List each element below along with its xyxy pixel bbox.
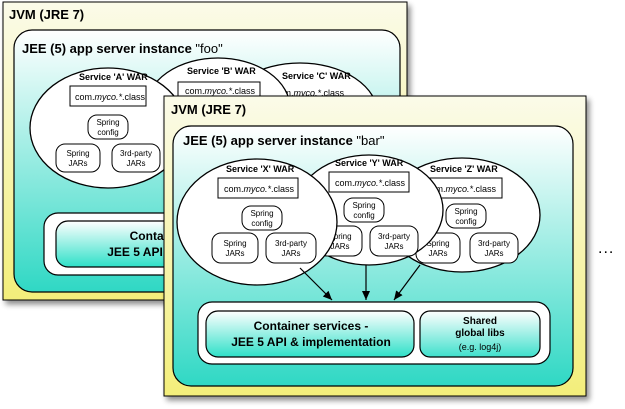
service-b-title: Service 'B' WAR — [187, 66, 256, 76]
service-y-3rdparty-jars-line1: 3rd-party — [378, 232, 410, 241]
service-x-title: Service 'X' WAR — [226, 164, 295, 174]
jvm-bar-title: JVM (JRE 7) — [171, 102, 246, 117]
container-bar-services — [205, 310, 415, 358]
service-x-war: Service 'X' WAR com.myco.*.class Spring … — [176, 158, 338, 286]
arrow-z-to-container — [393, 264, 421, 301]
service-x-class-label: com.myco.*.class — [224, 184, 295, 194]
service-z-3rdparty-jars-line2: JARs — [484, 249, 503, 258]
service-x-3rdparty-jars-line1: 3rd-party — [275, 239, 307, 248]
more-instances-indicator: ... — [598, 240, 615, 257]
service-a-spring-jars-line1: Spring — [66, 149, 89, 158]
service-x-3rdparty-jars — [265, 232, 317, 264]
service-y-spring-config — [343, 197, 385, 223]
service-x-spring-config-line1: Spring — [250, 209, 273, 218]
service-a-spring-config-line2: config — [97, 128, 118, 137]
service-a-war: Service 'A' WAR com.myco.*.class Spring … — [29, 67, 187, 189]
shared-global-libs-line2: global libs — [455, 328, 505, 339]
service-b-class-label: com.myco.*.class — [185, 86, 256, 96]
service-a-spring-jars-line2: JARs — [68, 159, 87, 168]
service-a-3rdparty-jars-line2: JARs — [126, 159, 145, 168]
service-y-class-box — [328, 171, 410, 193]
service-x-spring-jars-line2: JARs — [225, 249, 244, 258]
service-x-class-box — [217, 177, 299, 199]
service-a-3rdparty-jars — [111, 143, 161, 173]
service-x-spring-config — [241, 205, 283, 231]
service-c-title: Service 'C' WAR — [282, 71, 351, 81]
server-foo-title: JEE (5) app server instance "foo" — [22, 41, 223, 56]
shared-global-libs-line1: Shared — [463, 316, 497, 327]
service-x-spring-config-line2: config — [251, 219, 272, 228]
service-a-spring-jars — [55, 143, 101, 173]
service-y-3rdparty-jars — [369, 225, 419, 257]
service-y-title: Service 'Y' WAR — [335, 158, 404, 168]
service-a-title: Service 'A' WAR — [79, 72, 148, 82]
service-y-spring-config-line2: config — [353, 211, 374, 220]
shared-global-libs-line3: (e.g. log4j) — [459, 342, 502, 352]
service-z-spring-jars-line1: Spring — [426, 239, 449, 248]
server-bar-title: JEE (5) app server instance "bar" — [183, 133, 385, 148]
dependency-arrows — [299, 264, 421, 301]
container-bar-line2: JEE 5 API & implementation — [231, 335, 391, 349]
service-z-3rdparty-jars-line1: 3rd-party — [478, 239, 510, 248]
arrow-x-to-container — [299, 267, 333, 301]
service-a-3rdparty-jars-line1: 3rd-party — [120, 149, 152, 158]
server-bar: JEE (5) app server instance "bar" Servic… — [172, 125, 574, 387]
service-y-class-label: com.myco.*.class — [335, 178, 406, 188]
service-a-class-label: com.myco.*.class — [75, 92, 146, 102]
service-a-spring-config-line1: Spring — [96, 118, 119, 127]
service-x-spring-jars-line1: Spring — [223, 239, 246, 248]
service-y-spring-config-line1: Spring — [352, 201, 375, 210]
service-z-spring-jars-line2: JARs — [428, 249, 447, 258]
service-x-spring-jars — [211, 232, 259, 264]
service-y-spring-jars-line2: JARs — [330, 242, 349, 251]
service-a-spring-config — [87, 114, 129, 140]
jvm-bar: JVM (JRE 7) JEE (5) app server instance … — [163, 95, 587, 397]
service-z-spring-config — [445, 203, 487, 229]
service-z-spring-config-line2: config — [455, 217, 476, 226]
service-z-title: Service 'Z' WAR — [430, 164, 498, 174]
service-a-class-box — [69, 85, 147, 107]
shared-global-libs-box — [419, 310, 541, 358]
container-bar-line1: Container services - — [254, 319, 369, 333]
service-x-3rdparty-jars-line2: JARs — [281, 249, 300, 258]
service-y-3rdparty-jars-line2: JARs — [384, 242, 403, 251]
service-z-spring-config-line1: Spring — [454, 207, 477, 216]
service-z-3rdparty-jars — [469, 232, 519, 264]
jvm-foo-title: JVM (JRE 7) — [9, 7, 84, 22]
service-y-spring-jars-line1: Spring — [328, 232, 351, 241]
